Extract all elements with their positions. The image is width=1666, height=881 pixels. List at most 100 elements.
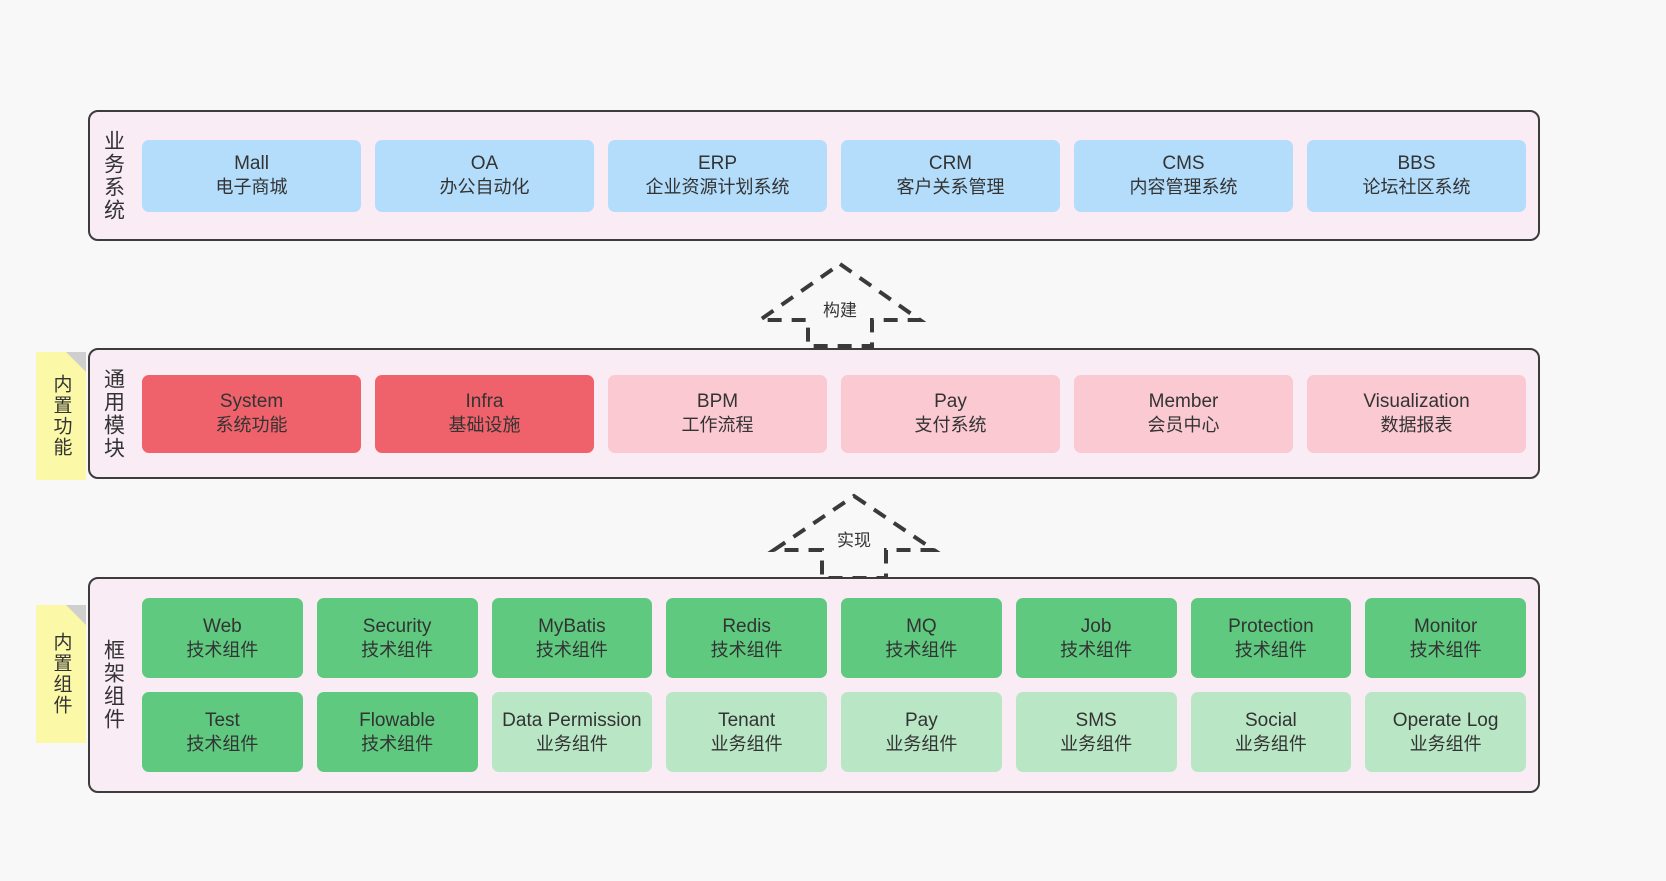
- card-subtitle: 业务组件: [535, 733, 608, 754]
- card-subtitle: 会员中心: [1147, 415, 1220, 436]
- card-subtitle: 业务组件: [710, 733, 783, 754]
- card-subtitle: 技术组件: [186, 733, 259, 754]
- note-builtin-functions: 内置功能: [36, 352, 86, 480]
- card-title: Pay: [905, 709, 938, 731]
- card-title: BBS: [1397, 153, 1436, 175]
- card-title: Web: [203, 615, 242, 637]
- layer-business-system-label: 业务系统: [101, 129, 125, 222]
- card-subtitle: 办公自动化: [439, 177, 530, 198]
- card-subtitle: 技术组件: [361, 733, 434, 754]
- card-title: MQ: [906, 615, 937, 637]
- card-title: Visualization: [1363, 391, 1470, 413]
- card-title: Member: [1148, 391, 1219, 413]
- card-title: Test: [204, 709, 240, 731]
- note-builtin-functions-label: 内置功能: [50, 374, 72, 458]
- card-subtitle: 客户关系管理: [896, 177, 1005, 198]
- card-subtitle: 技术组件: [1234, 639, 1307, 660]
- card-subtitle: 技术组件: [361, 639, 434, 660]
- card-subtitle: 系统功能: [215, 415, 288, 436]
- card-title: CRM: [928, 153, 973, 175]
- card-title: Pay: [934, 391, 967, 413]
- card-subtitle: 业务组件: [1234, 733, 1307, 754]
- card-subtitle: 内容管理系统: [1129, 177, 1238, 198]
- layer-common-modules-label: 通用模块: [101, 367, 125, 460]
- card-title: Mall: [234, 153, 269, 175]
- card-subtitle: 电子商城: [215, 177, 288, 198]
- card-subtitle: 业务组件: [1060, 733, 1133, 754]
- dashed-up-arrow-icon: [753, 261, 927, 348]
- arrow-implement-label: 实现: [834, 526, 874, 551]
- card-title: Tenant: [718, 709, 776, 731]
- card-title: ERP: [697, 153, 738, 175]
- card-subtitle: 论坛社区系统: [1362, 177, 1471, 198]
- arrow-implement: 实现: [766, 490, 942, 580]
- card-subtitle: 企业资源计划系统: [645, 177, 790, 198]
- card-subtitle: 基础设施: [448, 415, 521, 436]
- note-builtin-components-label: 内置组件: [50, 632, 72, 716]
- card-title: Social: [1245, 709, 1297, 731]
- card-title: Data Permission: [502, 709, 642, 731]
- card-subtitle: 技术组件: [1409, 639, 1482, 660]
- card-subtitle: 技术组件: [885, 639, 958, 660]
- arrow-build-label: 构建: [820, 296, 860, 321]
- card-title: BPM: [696, 391, 739, 413]
- card-subtitle: 业务组件: [1409, 733, 1482, 754]
- note-builtin-components: 内置组件: [36, 605, 86, 743]
- card-title: Redis: [722, 615, 771, 637]
- card-subtitle: 技术组件: [1060, 639, 1133, 660]
- card-subtitle: 技术组件: [186, 639, 259, 660]
- arrow-build: 构建: [752, 258, 928, 348]
- card-title: CMS: [1162, 153, 1205, 175]
- card-subtitle: 数据报表: [1380, 415, 1453, 436]
- card-title: Protection: [1228, 615, 1314, 637]
- card-title: System: [219, 391, 284, 413]
- note-fold-corner-icon: [66, 605, 86, 625]
- card-title: MyBatis: [538, 615, 606, 637]
- card-subtitle: 业务组件: [885, 733, 958, 754]
- card-title: Flowable: [359, 709, 436, 731]
- card-title: Operate Log: [1392, 709, 1499, 731]
- layer-framework-components-label: 框架组件: [101, 639, 125, 731]
- card-title: Infra: [465, 391, 504, 413]
- card-subtitle: 支付系统: [914, 415, 987, 436]
- card-title: Security: [362, 615, 432, 637]
